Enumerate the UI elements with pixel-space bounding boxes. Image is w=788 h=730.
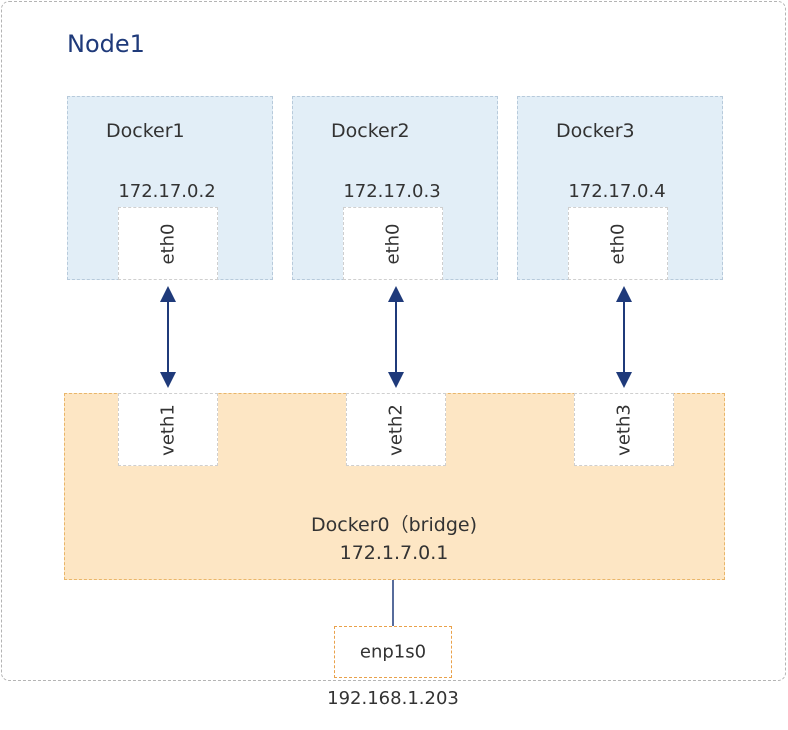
- nic-label: enp1s0: [359, 641, 427, 663]
- host-ip: 192.168.1.203: [327, 688, 459, 709]
- veth1-interface: veth1: [118, 393, 218, 466]
- container-ip: 172.17.0.3: [343, 181, 441, 202]
- veth3-interface: veth3: [574, 393, 674, 466]
- bridge-ip: 172.1.7.0.1: [339, 542, 449, 564]
- node-frame: [1, 1, 786, 681]
- eth0-interface: eth0: [343, 207, 443, 280]
- container-ip: 172.17.0.4: [568, 181, 666, 202]
- container-name: Docker2: [331, 120, 410, 142]
- veth2-interface: veth2: [346, 393, 446, 466]
- container-name: Docker1: [106, 120, 185, 142]
- container-name: Docker3: [556, 120, 635, 142]
- node-title: Node1: [67, 30, 145, 58]
- eth0-interface: eth0: [568, 207, 668, 280]
- enp1s0-interface: enp1s0: [334, 626, 452, 678]
- container-ip: 172.17.0.2: [118, 181, 216, 202]
- eth0-interface: eth0: [118, 207, 218, 280]
- bridge-name: Docker0（bridge): [311, 514, 477, 536]
